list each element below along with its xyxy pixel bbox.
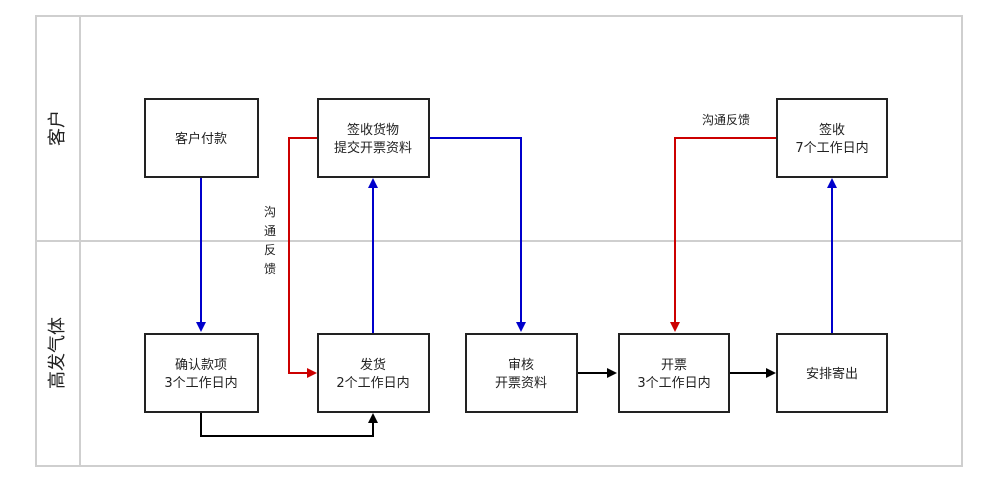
edge-label-char: 沟	[264, 205, 276, 219]
node-sign-label-1: 签收	[819, 122, 845, 138]
edges	[196, 137, 837, 437]
node-sign-goods-label-1: 签收货物	[347, 122, 399, 138]
edge-feedback-to-invoice	[670, 137, 777, 332]
edge-label-char: 馈	[264, 262, 276, 276]
node-ship[interactable]: 发货 2个工作日内	[317, 333, 430, 413]
node-confirm[interactable]: 确认款项 3个工作日内	[144, 333, 259, 413]
node-invoice-label-2: 3个工作日内	[637, 375, 710, 391]
node-invoice-label-1: 开票	[661, 358, 687, 373]
edge-confirm-to-ship	[200, 412, 378, 437]
node-sign-label-2: 7个工作日内	[795, 140, 868, 156]
edge-label-char: 反	[264, 243, 276, 257]
node-sign-goods[interactable]: 签收货物 提交开票资料	[317, 98, 430, 178]
node-confirm-label-1: 确认款项	[175, 358, 227, 373]
node-confirm-label-2: 3个工作日内	[164, 375, 237, 391]
edge-label-char: 通	[264, 224, 276, 238]
node-review-label-1: 审核	[508, 358, 534, 373]
node-review-label-2: 开票资料	[495, 376, 547, 391]
lane-label-supplier: 高发气体	[47, 317, 68, 389]
node-ship-label-2: 2个工作日内	[336, 375, 409, 391]
node-mail-label: 安排寄出	[806, 366, 858, 382]
node-pay-label: 客户付款	[175, 131, 227, 147]
node-sign-goods-label-2: 提交开票资料	[334, 140, 412, 156]
node-mail[interactable]: 安排寄出	[776, 333, 888, 413]
node-pay[interactable]: 客户付款	[144, 98, 259, 178]
edge-label-feedback-horizontal: 沟通反馈	[702, 113, 750, 127]
edge-feedback-to-ship	[288, 137, 318, 378]
node-invoice[interactable]: 开票 3个工作日内	[618, 333, 730, 413]
edge-label-feedback-vertical: 沟通反馈	[264, 205, 276, 276]
node-ship-label-1: 发货	[360, 357, 386, 373]
node-sign[interactable]: 签收 7个工作日内	[776, 98, 888, 178]
swimlane-frame	[35, 15, 963, 467]
node-review[interactable]: 审核 开票资料	[465, 333, 578, 413]
edge-sign-goods-to-review	[429, 137, 526, 332]
lane-label-customer: 客户	[47, 110, 68, 146]
